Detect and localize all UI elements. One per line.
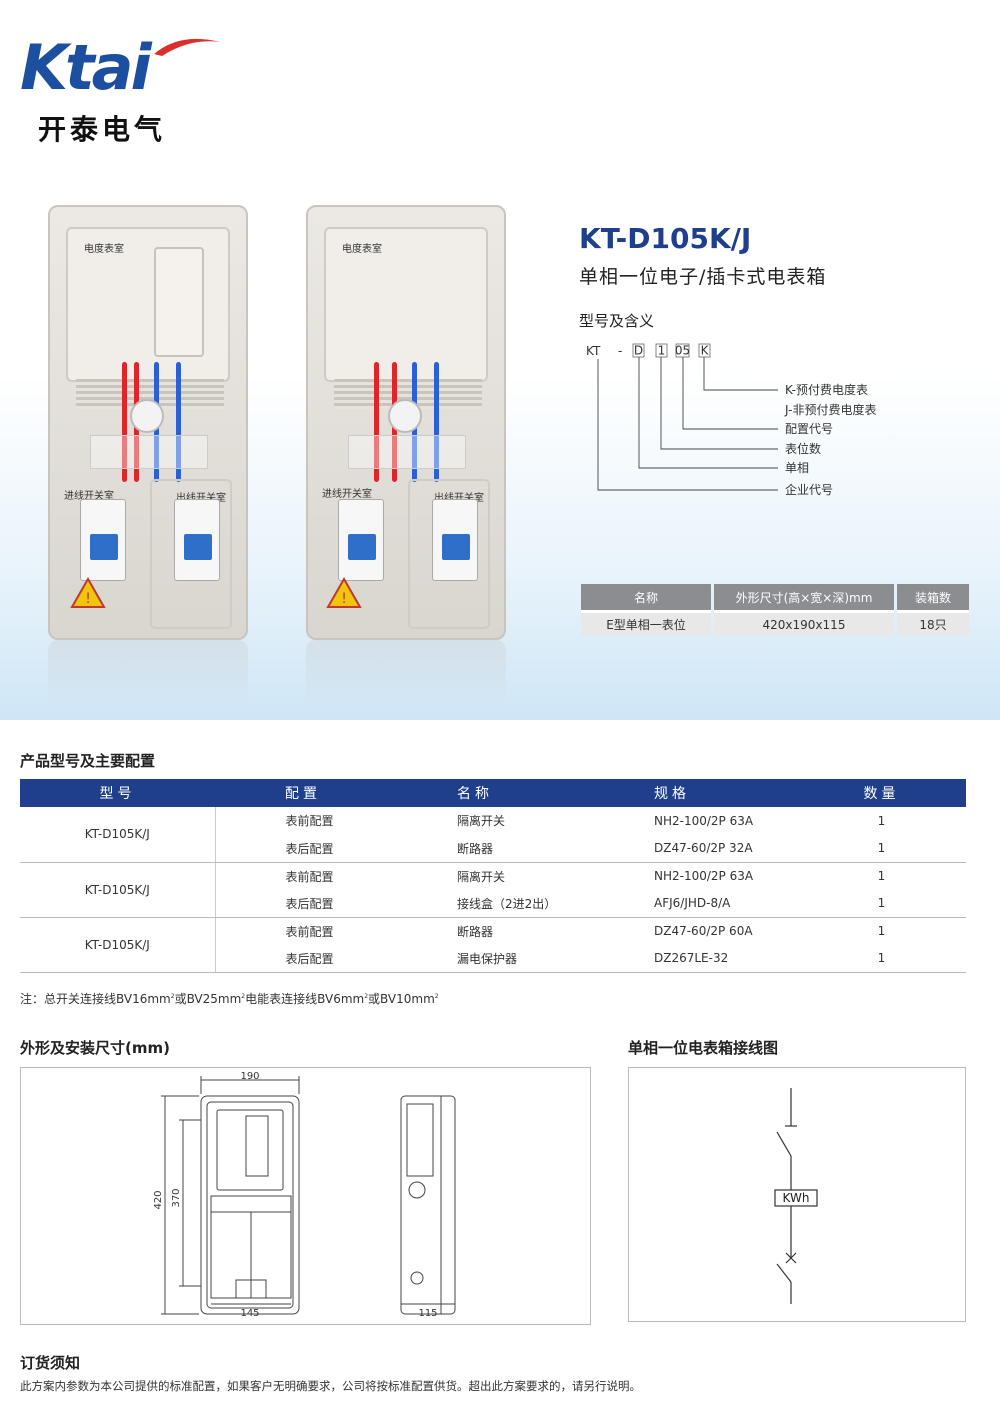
config-spec-cell: NH2-100/2P 63A (654, 869, 754, 883)
hero-section: Ktai 开泰电气 电度表室 进线开关室 出线开关室 ! 电度表室 (0, 0, 1000, 720)
spec-header-name: 名称 (581, 584, 711, 610)
product-photo-1: 电度表室 进线开关室 出线开关室 ! (48, 205, 248, 640)
config-header-qty: 数量 (797, 779, 966, 807)
config-qty-cell: 1 (797, 834, 966, 863)
table-row: 表后配置 接线盒（2进2出） AFJ6/JHD-8/A 1 (20, 889, 966, 918)
wiring-diagram: KWh (628, 1067, 966, 1322)
dim-width-label: 190 (240, 1071, 259, 1082)
meaning-k: K-预付费电度表 (785, 382, 868, 397)
meaning-config: 配置代号 (785, 422, 833, 436)
dimension-drawing-svg: 190 420 370 145 115 (153, 1071, 456, 1319)
warning-icon: ! (70, 577, 106, 608)
config-spec-cell: NH2-100/2P 63A (654, 813, 754, 828)
warning-icon: ! (326, 577, 362, 608)
product-photo-2: 电度表室 进线开关室 出线开关室 ! (306, 205, 506, 640)
photo-label-out-room: 出线开关室 (176, 489, 226, 504)
config-type-cell: 表后配置 (215, 889, 390, 918)
config-type-cell: 表前配置 (285, 924, 334, 939)
table-row: 表后配置 断路器 DZ47-60/2P 32A 1 (20, 834, 966, 863)
config-name-cell: 断路器 (457, 924, 494, 939)
meaning-company: 企业代号 (785, 482, 833, 497)
order-notice-title: 订货须知 (20, 1354, 81, 1372)
wiring-diagram-title: 单相一位电表箱接线图 (628, 1039, 779, 1057)
dim-inner-height-label: 370 (171, 1188, 182, 1207)
config-name-cell: 隔离开关 (457, 869, 506, 884)
code-part-4: K (701, 344, 710, 358)
table-row: KT-D105K/J 表前配置 隔离开关 NH2-100/2P 63A 1 (20, 807, 966, 863)
wiring-diagram-svg: KWh (774, 1088, 818, 1304)
table-row: KT-D105K/J 表前配置 隔离开关 NH2-100/2P 63A 1 (20, 862, 966, 918)
table-row: 表后配置 漏电保护器 DZ267LE-32 1 (20, 944, 966, 973)
config-qty-cell: 1 (797, 889, 966, 918)
config-name-cell: 隔离开关 (457, 814, 506, 829)
config-qty-cell: 1 (797, 944, 966, 973)
meaning-single-phase: 单相 (785, 461, 809, 475)
code-part-3: 05 (675, 344, 690, 358)
photo-label-meter-room: 电度表室 (84, 244, 124, 255)
table-row: KT-D105K/J 表前配置 断路器 DZ47-60/2P 60A 1 (20, 917, 966, 973)
photo-label-meter-room: 电度表室 (342, 244, 382, 255)
config-header-config: 配置 (215, 779, 390, 807)
config-type-cell: 表前配置 (285, 869, 334, 884)
logo-chinese-name: 开泰电气 (38, 113, 167, 146)
config-model-cell: KT-D105K/J (20, 917, 216, 973)
wiring-note: 注：总开关连接线BV16mm2或BV25mm2电能表连接线BV6mm2或BV10… (20, 992, 439, 1006)
spec-cell-size: 420x190x115 (714, 610, 894, 636)
config-section-title: 产品型号及主要配置 (20, 752, 156, 770)
config-name-cell: 接线盒（2进2出） (390, 889, 587, 918)
config-type-cell: 表前配置 (285, 814, 334, 829)
config-type-cell: 表后配置 (215, 834, 390, 863)
config-header-name: 名称 (390, 779, 587, 807)
code-prefix: KT (586, 344, 601, 358)
photo-label-out-room: 出线开关室 (434, 489, 484, 504)
code-part-2: 1 (658, 344, 666, 358)
config-model-cell: KT-D105K/J (20, 862, 216, 918)
meter-label: KWh (783, 1191, 810, 1205)
product-title: KT-D105K/J (579, 222, 752, 255)
config-spec-cell: DZ47-60/2P 60A (654, 924, 753, 938)
config-table: 型号 配置 名称 规格 数量 KT-D105K/J 表前配置 隔离开关 NH2-… (20, 779, 966, 973)
config-qty-cell: 1 (877, 869, 886, 883)
model-code-diagram: KT - D 1 05 K K-预付费电度表 J-非预付费电度表 配置代号 表位… (586, 344, 876, 498)
meaning-positions: 表位数 (785, 441, 821, 456)
model-meaning-heading: 型号及含义 (579, 312, 655, 330)
code-dash: - (618, 344, 622, 358)
dim-height-label: 420 (153, 1190, 164, 1209)
dim-depth-label: 115 (418, 1308, 437, 1319)
config-spec-cell: AFJ6/JHD-8/A (587, 889, 797, 918)
logo-swoosh-icon (154, 38, 220, 56)
meaning-j: J-非预付费电度表 (784, 402, 876, 417)
photo-label-in-room: 进线开关室 (322, 489, 372, 500)
order-notice-text: 此方案内参数为本公司提供的标准配置，如果客户无明确要求，公司将按标准配置供货。超… (20, 1379, 641, 1393)
photo-label-in-room: 进线开关室 (64, 491, 114, 502)
config-header-model: 型号 (20, 779, 215, 807)
config-name-cell: 断路器 (390, 834, 587, 863)
product-subtitle: 单相一位电子/插卡式电表箱 (579, 266, 827, 288)
logo-wordmark: Ktai (20, 31, 152, 104)
svg-text:!: ! (341, 591, 347, 607)
spec-cell-qty: 18只 (897, 610, 969, 636)
dimensions-title: 外形及安装尺寸(mm) (20, 1039, 170, 1057)
config-name-cell: 漏电保护器 (390, 944, 587, 973)
spec-cell-name: E型单相一表位 (581, 610, 711, 636)
config-type-cell: 表后配置 (215, 944, 390, 973)
config-qty-cell: 1 (877, 813, 886, 828)
brand-logo: Ktai 开泰电气 (20, 28, 220, 148)
dimensions-drawing: 190 420 370 145 115 (20, 1067, 591, 1325)
config-header-spec: 规格 (587, 779, 797, 807)
svg-text:!: ! (85, 591, 91, 607)
spec-header-qty: 装箱数 (897, 584, 969, 610)
spec-header-size: 外形尺寸(高×宽×深)mm (714, 584, 894, 610)
config-spec-cell: DZ47-60/2P 32A (587, 834, 797, 863)
config-spec-cell: DZ267LE-32 (587, 944, 797, 973)
dim-bottom-label: 145 (240, 1308, 259, 1319)
config-qty-cell: 1 (877, 924, 886, 938)
config-model-cell: KT-D105K/J (20, 807, 216, 863)
spec-table: 名称 外形尺寸(高×宽×深)mm 装箱数 E型单相一表位 420x190x115… (578, 584, 972, 636)
code-part-1: D (634, 344, 643, 358)
